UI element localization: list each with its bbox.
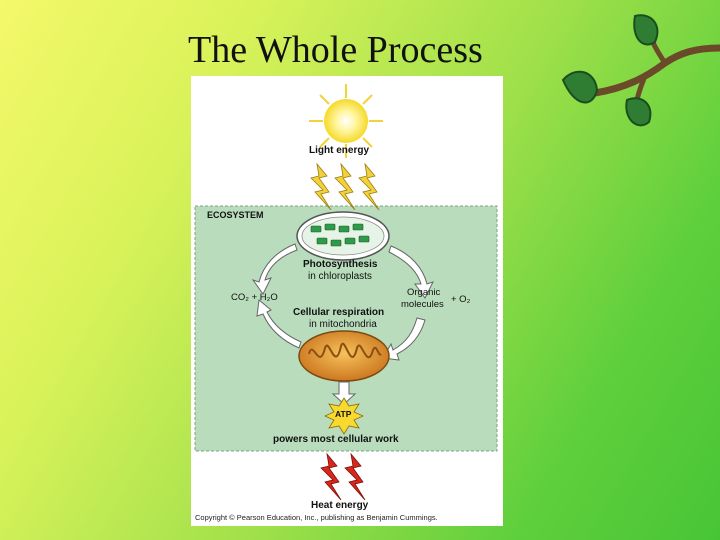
lightning-icon <box>334 162 356 211</box>
arrow-icon <box>256 299 302 349</box>
powers-work-label: powers most cellular work <box>273 434 399 445</box>
arrow-icon <box>388 245 434 299</box>
cycle-arrows <box>251 243 434 361</box>
in-chloroplasts-label: in chloroplasts <box>308 271 372 282</box>
heat-bolts <box>320 452 366 501</box>
light-energy-label: Light energy <box>309 145 370 156</box>
lightning-icon <box>310 162 332 211</box>
plus-o2-label: + O₂ <box>451 294 471 305</box>
chloroplast-icon <box>296 211 390 261</box>
diagram-graphics <box>194 84 498 501</box>
leaf-icon <box>561 70 599 104</box>
co2-h2o-label: CO₂ + H₂O <box>231 292 278 303</box>
atp-arrow-icon <box>331 381 357 405</box>
lightning-icon <box>358 162 380 211</box>
slide-title: The Whole Process <box>188 29 483 71</box>
atp-burst-icon <box>324 397 364 435</box>
lightning-icon <box>320 452 342 501</box>
in-mitochondria-label: in mitochondria <box>309 319 377 330</box>
photosynthesis-label: Photosynthesis <box>303 259 378 270</box>
copyright-notice: Copyright © Pearson Education, Inc., pub… <box>195 513 438 522</box>
leaf-icon <box>633 14 659 46</box>
cellular-respiration-label: Cellular respiration <box>293 307 385 318</box>
molecules-label: molecules <box>401 299 444 310</box>
energy-flow-diagram: Light energy ECOSYSTEM Photosynthesis in… <box>191 76 503 526</box>
atp-label: ATP <box>335 409 352 419</box>
light-bolts <box>310 162 380 211</box>
ecosystem-label: ECOSYSTEM <box>207 210 264 220</box>
leaf-icon <box>625 97 652 127</box>
mitochondrion-icon <box>298 330 390 382</box>
lightning-icon <box>344 452 366 501</box>
heat-energy-label: Heat energy <box>311 500 369 511</box>
arrow-icon <box>251 243 298 295</box>
sun-icon <box>309 84 383 158</box>
vine-decoration <box>561 14 720 127</box>
organic-label: Organic <box>407 287 441 298</box>
